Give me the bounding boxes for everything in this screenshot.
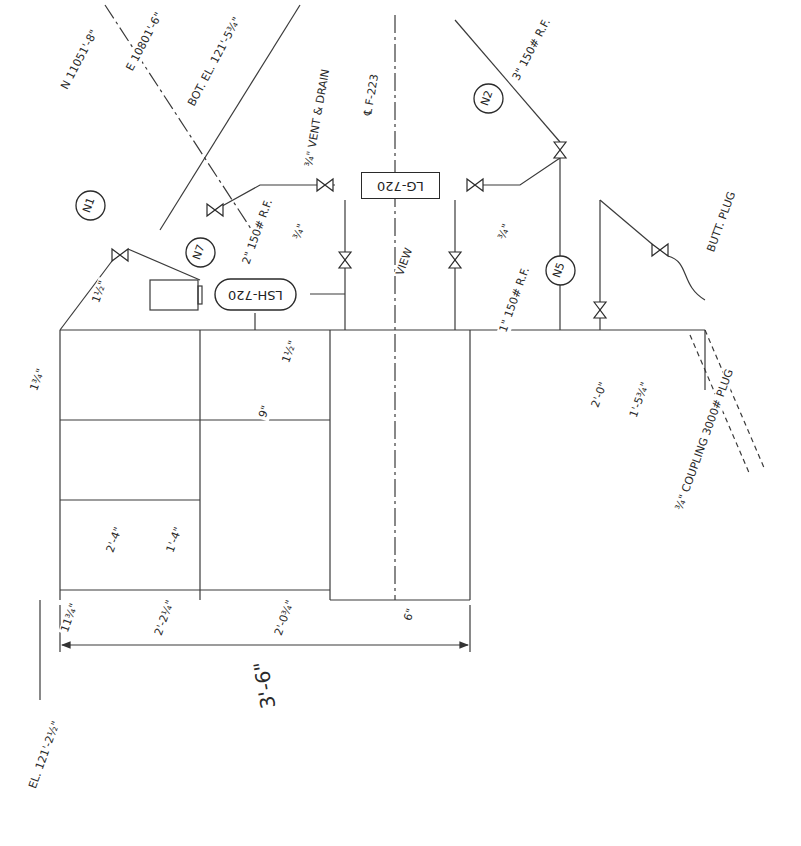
- frame-line: [60, 419, 330, 420]
- valve-symbol: [449, 252, 461, 268]
- dimension-line: [62, 644, 468, 645]
- pipe-size: ¾": [496, 221, 515, 244]
- valve-symbol: [317, 179, 333, 191]
- pipe: [60, 261, 112, 330]
- tag-circle: [546, 256, 575, 285]
- extension-line: [39, 600, 40, 700]
- center-line-label: ℄ F-223: [362, 71, 382, 118]
- flange-rating: 3" 150# R.F.: [510, 15, 555, 85]
- pipe: [60, 329, 705, 330]
- flange-rating: 1" 150# R.F.: [497, 264, 534, 336]
- coordinate-note: E 10801'-6": [123, 9, 166, 75]
- extension-line: [469, 605, 470, 652]
- valve-symbol: [594, 302, 606, 318]
- nozzle-tag: N7: [185, 237, 216, 268]
- dimension: 1¾": [27, 365, 48, 394]
- tag-circle: [186, 238, 215, 267]
- dimension: 11¾": [58, 600, 81, 636]
- gauge-glass-box: LG-720: [361, 172, 440, 199]
- pipe: [483, 158, 560, 185]
- plug-note: BUTT. PLUG: [705, 188, 740, 256]
- switch-housing: [150, 280, 198, 310]
- instrument-tag: LG-720: [377, 178, 424, 193]
- valve-symbol: [467, 179, 483, 191]
- pipe: [704, 330, 705, 390]
- pipe: [254, 313, 255, 330]
- frame-line: [330, 599, 470, 600]
- grid-line: [160, 5, 300, 230]
- valve-symbol: [207, 204, 223, 216]
- frame-line: [329, 330, 330, 600]
- switch-flange: [198, 286, 202, 304]
- dimension: 1'-4": [164, 524, 186, 557]
- frame-line: [469, 330, 470, 600]
- dimension: 6": [401, 605, 418, 624]
- flange-rating: 2" 150# R.F.: [240, 196, 277, 268]
- pipe: [559, 158, 560, 330]
- nozzle-tag: N2: [473, 83, 504, 114]
- dimension: 2'-4": [104, 524, 126, 557]
- pipe: [600, 200, 652, 244]
- valve-symbol: [339, 252, 351, 268]
- pipe-size: 1½": [89, 277, 110, 306]
- dimension: 2'-2¼": [152, 597, 178, 640]
- dimension: 9": [256, 402, 273, 421]
- coordinate-note: N 11051'-8": [58, 26, 102, 94]
- dimension: 2'-0¾": [272, 597, 298, 640]
- frame-line: [60, 589, 330, 590]
- nozzle-tag: N5: [545, 255, 576, 286]
- dimension: 1'-5¾": [627, 379, 653, 422]
- tag-circle: [474, 84, 503, 113]
- nozzle-tag: N1: [75, 190, 106, 221]
- plug-chain: [668, 256, 705, 300]
- tag-circle: [76, 191, 105, 220]
- vent-drain-note: ¾" VENT & DRAIN: [303, 66, 333, 170]
- pipe-size: ¾": [291, 221, 310, 244]
- instrument-tag: LSH-720: [228, 287, 283, 302]
- valve-symbol: [554, 142, 566, 158]
- elevation-note: EL. 121'-2½": [26, 718, 63, 793]
- valve-symbol: [112, 249, 128, 261]
- dimension: 2'-0": [589, 379, 611, 412]
- view-arrow-label: VIEW: [393, 245, 416, 280]
- elevation-note: BOT. EL. 121'-5¾": [185, 13, 245, 110]
- pipe: [310, 293, 345, 294]
- frame-line: [199, 330, 200, 600]
- frame-line: [59, 330, 60, 600]
- valve-symbol: [652, 244, 668, 256]
- center-line: [394, 15, 395, 600]
- pipe-size: 1½": [279, 337, 300, 366]
- frame-line: [60, 499, 200, 500]
- dimension: 3'-6": [249, 658, 281, 713]
- valve-symbols: [112, 142, 668, 318]
- level-switch-capsule: LSH-720: [214, 278, 297, 311]
- capsule-shape: [215, 279, 296, 310]
